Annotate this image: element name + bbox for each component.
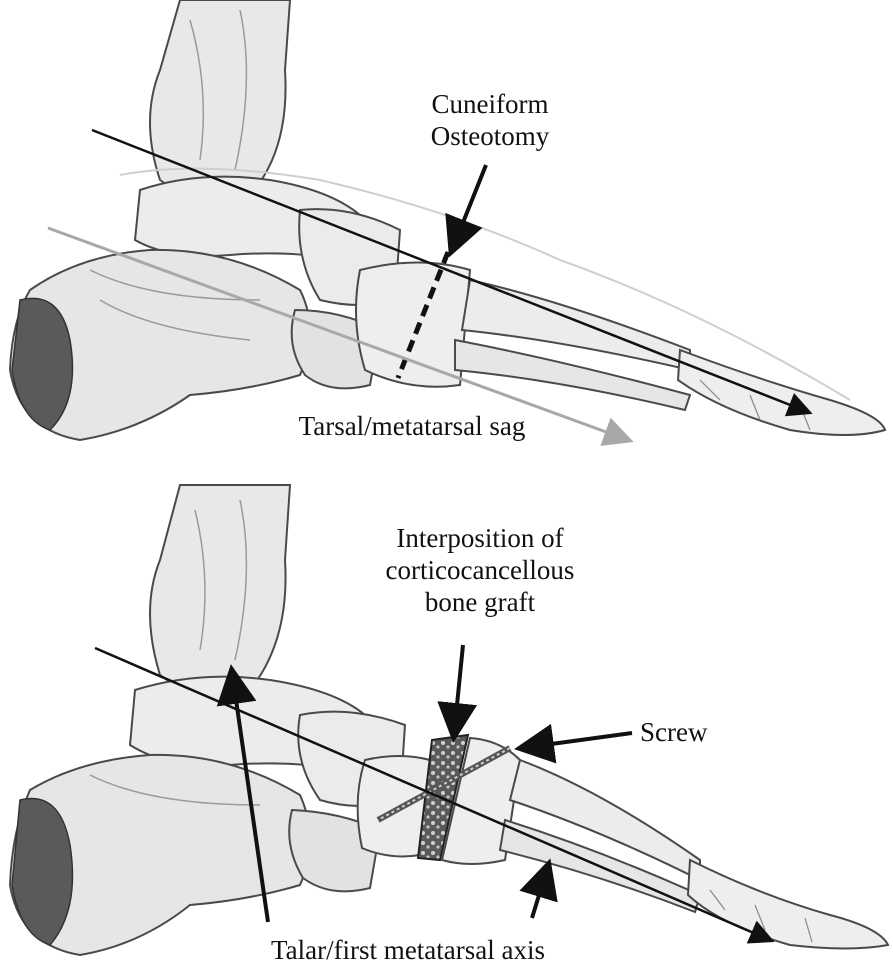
bottom-axis-pointer-right — [532, 866, 548, 918]
top-cuneiform — [356, 263, 470, 387]
cuneiform-osteotomy-label: Cuneiform Osteotomy — [395, 88, 585, 152]
bone-graft-line-2: corticocancellous — [355, 554, 605, 586]
bone-graft-line-3: bone graft — [355, 586, 605, 618]
bottom-tibia — [150, 485, 290, 695]
top-foot — [10, 0, 885, 440]
bone-graft-line-1: Interposition of — [355, 522, 605, 554]
bone-graft-label: Interposition of corticocancellous bone … — [355, 522, 605, 618]
top-phalanges — [678, 350, 885, 435]
screw-label: Screw — [640, 716, 750, 748]
cuneiform-osteotomy-line-1: Cuneiform — [395, 88, 585, 120]
bottom-screw-pointer — [522, 733, 632, 748]
bottom-phalanges — [688, 860, 888, 949]
cuneiform-osteotomy-line-2: Osteotomy — [395, 120, 585, 152]
top-osteotomy-pointer — [452, 165, 486, 250]
talar-metatarsal-axis-label: Talar/first metatarsal axis — [228, 934, 588, 966]
tarsal-metatarsal-sag-label: Tarsal/metatarsal sag — [262, 410, 562, 442]
bottom-graft-pointer — [454, 645, 463, 735]
